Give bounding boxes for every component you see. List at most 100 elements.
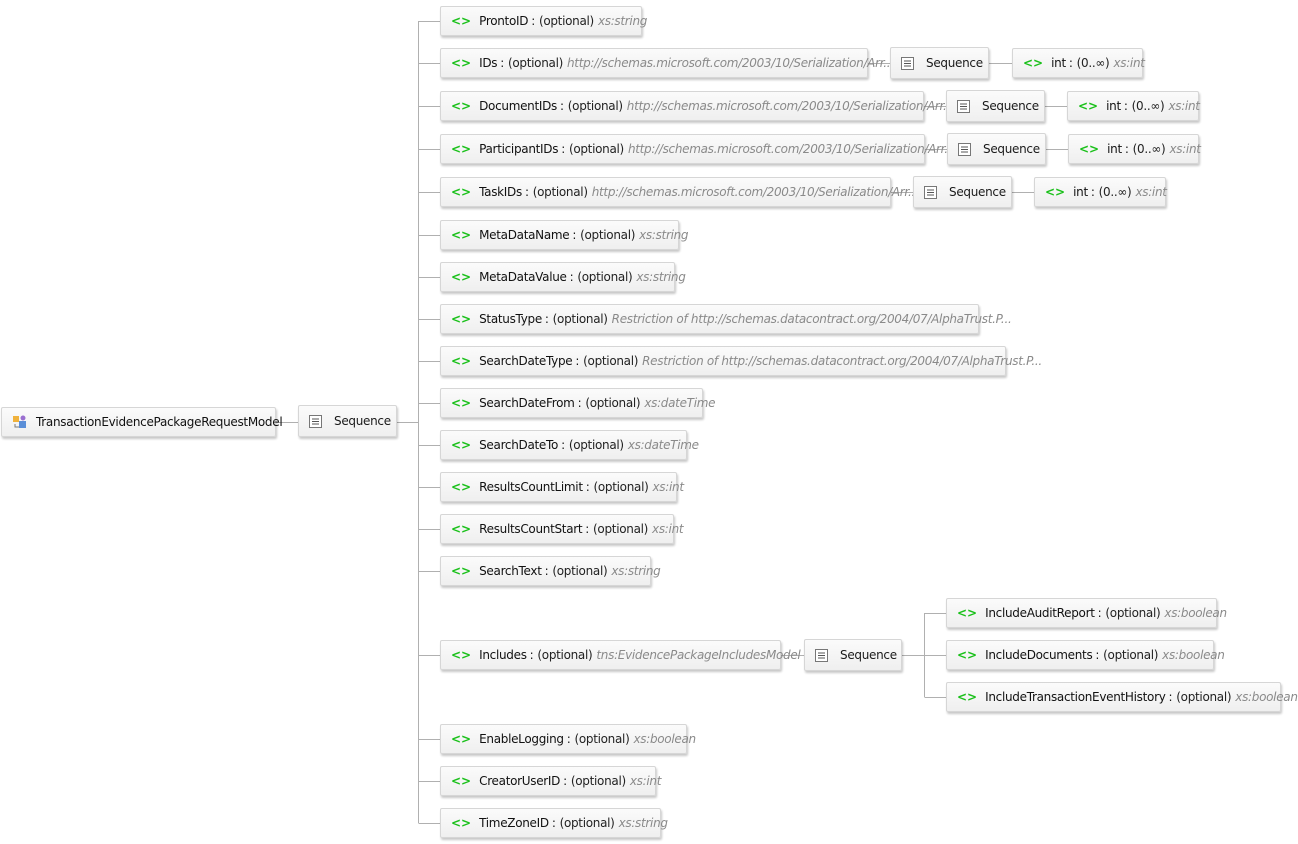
element-type: http://schemas.microsoft.com/2003/10/Ser…	[567, 56, 894, 70]
element-node-int-participantids[interactable]: <> int: (0..∞) xs:int	[1068, 134, 1201, 164]
element-icon: <>	[451, 816, 472, 830]
element-occurrence: (optional)	[1176, 690, 1232, 704]
element-node-statustype[interactable]: <> StatusType: (optional) Restriction of…	[440, 304, 1012, 334]
element-name: ResultsCountStart	[479, 522, 583, 536]
element-name: int	[1107, 142, 1122, 156]
element-node-includes[interactable]: <> Includes: (optional) tns:EvidencePack…	[440, 640, 801, 670]
root-element-name: TransactionEvidencePackageRequestModel	[36, 415, 283, 429]
element-type: xs:int	[1168, 99, 1200, 113]
element-occurrence: (optional)	[532, 185, 588, 199]
sequence-node-documentids[interactable]: Sequence	[946, 90, 1045, 122]
element-node-metadatavalue[interactable]: <> MetaDataValue: (optional) xs:string	[440, 262, 686, 292]
element-type: http://schemas.microsoft.com/2003/10/Ser…	[627, 142, 955, 156]
element-name: SearchDateType	[479, 354, 573, 368]
element-icon: <>	[451, 522, 472, 536]
element-node-searchtext[interactable]: <> SearchText: (optional) xs:string	[440, 556, 661, 586]
element-type: xs:string	[597, 14, 648, 28]
sequence-icon	[957, 99, 970, 113]
element-type: tns:EvidencePackageIncludesModel	[596, 648, 801, 662]
element-node-resultscountstart[interactable]: <> ResultsCountStart: (optional) xs:int	[440, 514, 684, 544]
element-occurrence: (optional)	[1105, 606, 1161, 620]
sequence-node-taskids[interactable]: Sequence	[913, 176, 1012, 208]
element-name: IncludeAuditReport	[985, 606, 1095, 620]
element-name: SearchDateTo	[479, 438, 559, 452]
sequence-icon	[958, 142, 971, 156]
element-node-searchdatefrom[interactable]: <> SearchDateFrom: (optional) xs:dateTim…	[440, 388, 716, 418]
element-type: xs:int	[652, 522, 684, 536]
element-icon: <>	[451, 564, 472, 578]
element-name: TimeZoneID	[479, 816, 549, 830]
element-node-metadataname[interactable]: <> MetaDataName: (optional) xs:string	[440, 220, 689, 250]
element-name: IncludeTransactionEventHistory	[985, 690, 1166, 704]
element-node-searchdateto[interactable]: <> SearchDateTo: (optional) xs:dateTime	[440, 430, 699, 460]
element-node-int-documentids[interactable]: <> int: (0..∞) xs:int	[1067, 91, 1200, 121]
element-node-taskids[interactable]: <> TaskIDs: (optional) http://schemas.mi…	[440, 177, 919, 207]
sequence-label: Sequence	[840, 648, 897, 662]
element-node-searchdatetype[interactable]: <> SearchDateType: (optional) Restrictio…	[440, 346, 1042, 376]
element-node-includedocuments[interactable]: <> IncludeDocuments: (optional) xs:boole…	[946, 640, 1225, 670]
sequence-node-participantids[interactable]: Sequence	[947, 133, 1046, 165]
element-occurrence: (optional)	[593, 480, 649, 494]
element-occurrence: (optional)	[593, 522, 649, 536]
sequence-node-includes[interactable]: Sequence	[804, 639, 902, 671]
element-occurrence: (optional)	[574, 732, 630, 746]
element-node-int-ids[interactable]: <> int: (0..∞) xs:int	[1012, 48, 1145, 78]
element-type: xs:boolean	[633, 732, 696, 746]
element-node-enablelogging[interactable]: <> EnableLogging: (optional) xs:boolean	[440, 724, 696, 754]
element-type: xs:boolean	[1164, 606, 1227, 620]
sequence-label: Sequence	[949, 185, 1006, 199]
element-name: int	[1073, 185, 1088, 199]
element-occurrence: (optional)	[568, 438, 624, 452]
element-node-includeauditreport[interactable]: <> IncludeAuditReport: (optional) xs:boo…	[946, 598, 1227, 628]
element-name: StatusType	[479, 312, 542, 326]
element-type: xs:int	[1169, 142, 1201, 156]
element-icon: <>	[957, 606, 978, 620]
element-node-prontoid[interactable]: <> ProntoID: (optional) xs:string	[440, 6, 647, 36]
element-name: MetaDataName	[479, 228, 570, 242]
element-icon: <>	[451, 56, 472, 70]
element-occurrence: (optional)	[538, 14, 594, 28]
element-icon: <>	[451, 396, 472, 410]
element-node-creatoruserid[interactable]: <> CreatorUserID: (optional) xs:int	[440, 766, 661, 796]
element-node-ids[interactable]: <> IDs: (optional) http://schemas.micros…	[440, 48, 894, 78]
sequence-icon	[309, 414, 322, 428]
element-name: ResultsCountLimit	[479, 480, 583, 494]
element-type: Restriction of http://schemas.datacontra…	[642, 354, 1042, 368]
element-occurrence: (optional)	[559, 816, 615, 830]
element-node-participantids[interactable]: <> ParticipantIDs: (optional) http://sch…	[440, 134, 955, 164]
element-occurrence: (optional)	[585, 396, 641, 410]
element-occurrence: (optional)	[508, 56, 563, 70]
element-icon: <>	[1023, 56, 1044, 70]
element-name: CreatorUserID	[479, 774, 561, 788]
sequence-label: Sequence	[983, 142, 1040, 156]
element-occurrence: (optional)	[570, 774, 626, 788]
element-icon: <>	[957, 690, 978, 704]
element-icon: <>	[451, 648, 472, 662]
element-icon: <>	[1045, 185, 1066, 199]
element-type: Restriction of http://schemas.datacontra…	[611, 312, 1012, 326]
sequence-icon	[901, 56, 914, 70]
sequence-node-main[interactable]: Sequence	[298, 405, 397, 437]
element-name: TaskIDs	[479, 185, 522, 199]
element-node-resultscountlimit[interactable]: <> ResultsCountLimit: (optional) xs:int	[440, 472, 684, 502]
element-name: int	[1051, 56, 1066, 70]
element-icon: <>	[451, 228, 472, 242]
element-occurrence: (0..∞)	[1098, 185, 1132, 199]
element-node-int-taskids[interactable]: <> int: (0..∞) xs:int	[1034, 177, 1167, 207]
element-occurrence: (optional)	[567, 99, 623, 113]
element-name: EnableLogging	[479, 732, 564, 746]
element-name: ParticipantIDs	[479, 142, 559, 156]
element-node-timezoneid[interactable]: <> TimeZoneID: (optional) xs:string	[440, 808, 668, 838]
element-icon: <>	[957, 648, 978, 662]
element-occurrence: (0..∞)	[1132, 142, 1166, 156]
element-node-documentids[interactable]: <> DocumentIDs: (optional) http://schema…	[440, 91, 954, 121]
element-name: Includes	[479, 648, 527, 662]
element-node-includetransactioneventhistory[interactable]: <> IncludeTransactionEventHistory: (opti…	[946, 682, 1298, 712]
element-occurrence: (optional)	[583, 354, 639, 368]
root-element-node[interactable]: TransactionEvidencePackageRequestModel	[1, 407, 283, 437]
sequence-node-ids[interactable]: Sequence	[890, 47, 989, 79]
element-name: SearchText	[479, 564, 542, 578]
element-icon: <>	[451, 312, 472, 326]
element-occurrence: (optional)	[1103, 648, 1159, 662]
